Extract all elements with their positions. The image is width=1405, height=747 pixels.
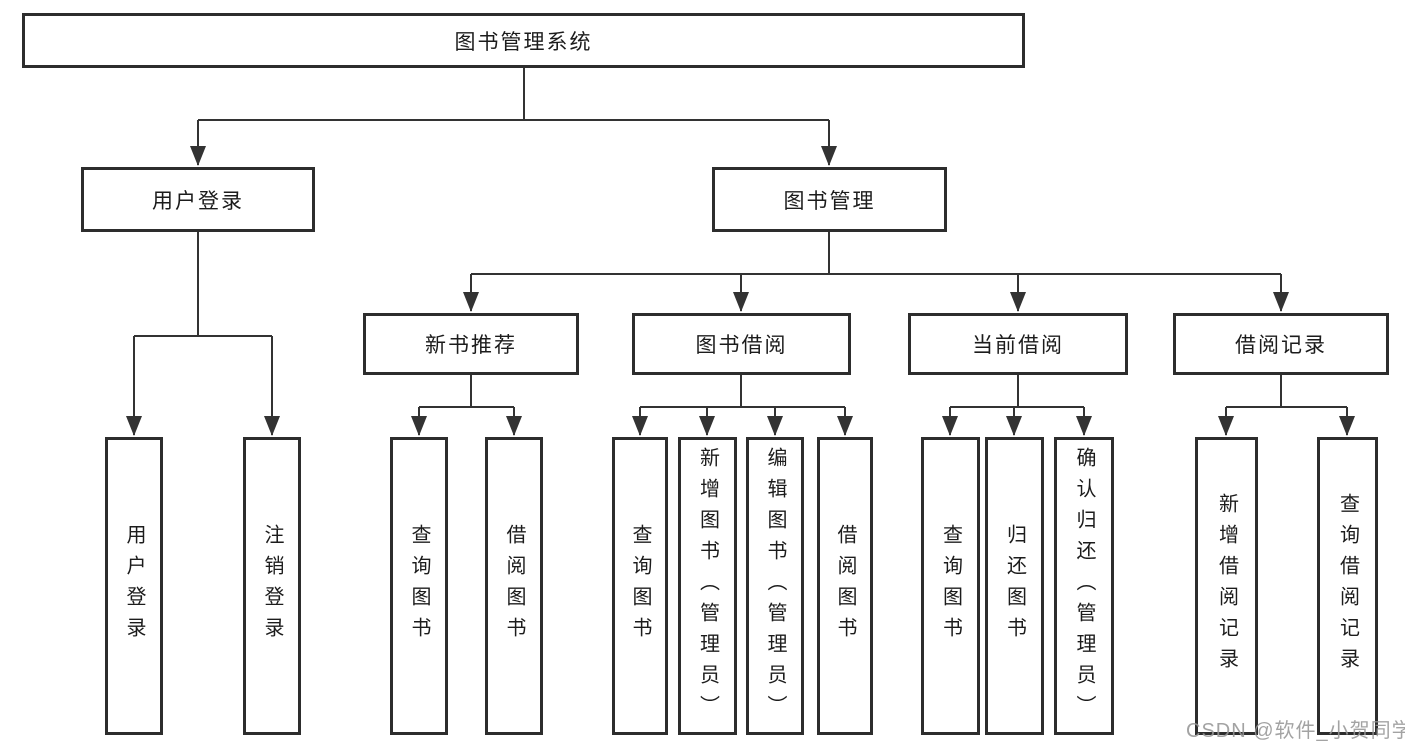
- node-user-login: 用户登录: [81, 167, 315, 232]
- connector-current-borrow: [942, 375, 1092, 436]
- leaf-edit-books-admin: 编辑图书（管理员）: [746, 437, 804, 735]
- leaf-return-books: 归还图书: [985, 437, 1044, 735]
- node-borrow-records: 借阅记录: [1173, 313, 1389, 375]
- leaf-borrow-books: 借阅图书: [817, 437, 873, 735]
- leaf-add-borrow-record: 新增借阅记录: [1195, 437, 1258, 735]
- node-book-mgmt: 图书管理: [712, 167, 947, 232]
- connector-user-login: [126, 232, 280, 436]
- leaf-borrow-books-recommend: 借阅图书: [485, 437, 543, 735]
- leaf-query-books-borrow: 查询图书: [612, 437, 668, 735]
- connector-new-books: [411, 375, 522, 436]
- node-root: 图书管理系统: [22, 13, 1025, 68]
- leaf-query-borrow-record: 查询借阅记录: [1317, 437, 1378, 735]
- leaf-query-books-recommend: 查询图书: [390, 437, 448, 735]
- leaf-add-books-admin: 新增图书（管理员）: [678, 437, 737, 735]
- connector-borrow-records: [1218, 375, 1355, 436]
- node-book-borrow: 图书借阅: [632, 313, 851, 375]
- node-current-borrow: 当前借阅: [908, 313, 1128, 375]
- leaf-confirm-return-admin: 确认归还（管理员）: [1054, 437, 1114, 735]
- csdn-watermark: CSDN @软件_小贺同学: [1186, 720, 1405, 742]
- connector-book-mgmt: [463, 232, 1289, 312]
- leaf-query-books-current: 查询图书: [921, 437, 980, 735]
- node-new-book-recommend: 新书推荐: [363, 313, 579, 375]
- leaf-logout: 注销登录: [243, 437, 301, 735]
- connector-root: [190, 68, 837, 166]
- connector-book-borrow: [632, 375, 853, 436]
- leaf-user-login: 用户登录: [105, 437, 163, 735]
